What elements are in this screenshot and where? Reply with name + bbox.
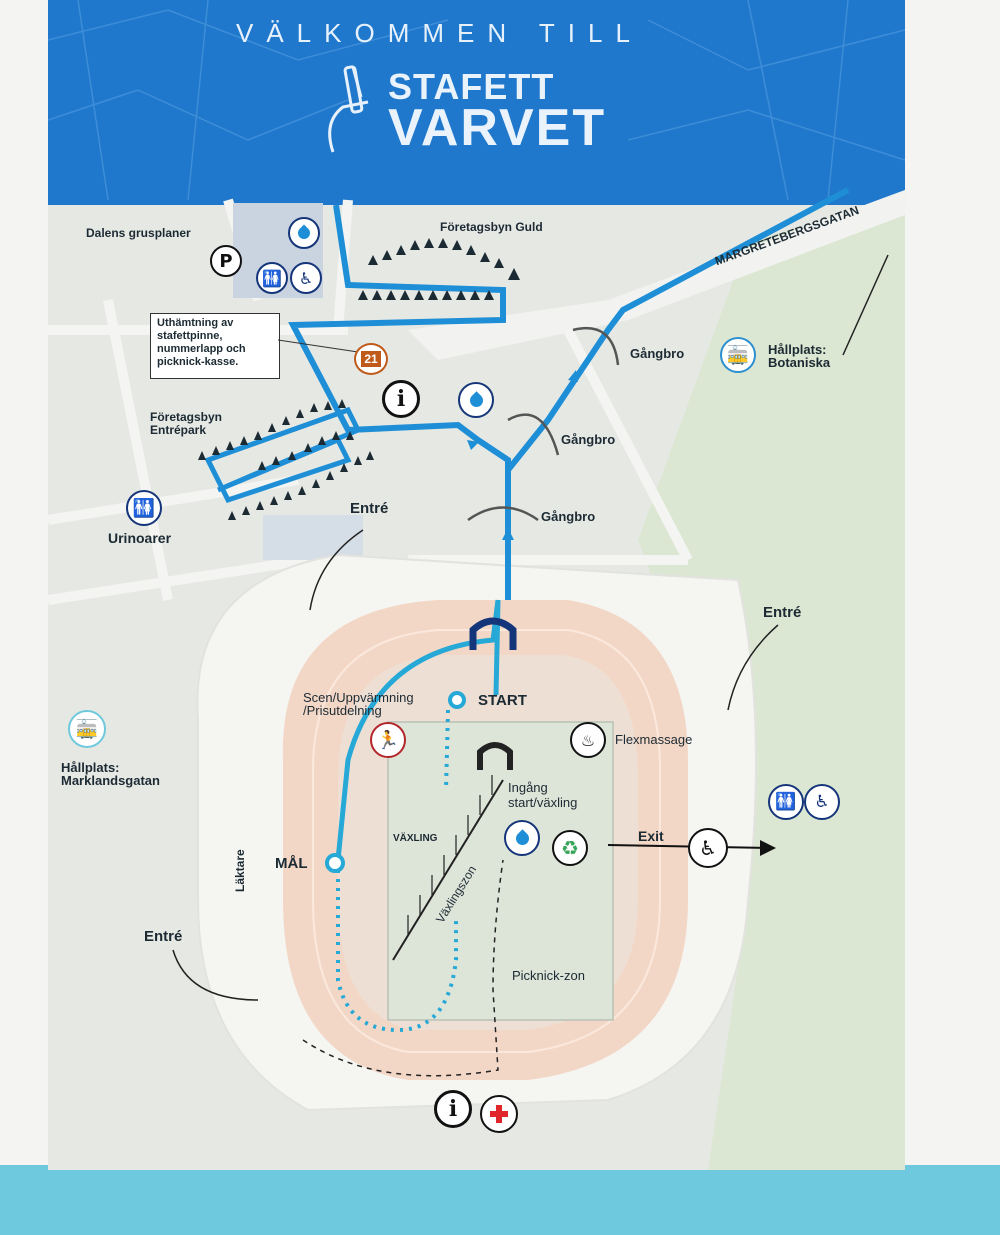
label-scen-2: /Prisutdelning [303,703,382,718]
pickup-info-box: Uthämtning av stafettpinne, nummerlapp o… [150,313,280,379]
pickup-line-1: Uthämtning av [157,317,234,329]
welcome-heading: VÄLKOMMEN TILL [236,18,643,48]
label-entre-right: Entré [763,604,802,621]
event-map-poster: VÄLKOMMEN TILL STAFETT VARVET Dalens gru… [48,0,905,1170]
brand-varvet: VARVET [388,99,607,157]
recycle-icon: ♻ [552,830,588,866]
pickup-line-2: stafettpinne, [157,330,223,342]
map-artwork [48,0,905,1170]
water-drop-icon-infield [504,820,540,856]
parking-icon: P [210,245,242,277]
baton-hand-icon [328,65,369,153]
wheelchair-icon: ♿ [290,262,322,294]
restroom-icon: 🚻 [256,262,288,294]
info-icon-top: i [382,380,420,418]
label-mal: MÅL [275,855,308,872]
label-foretagsbyn-guld: Företagsbyn Guld [440,220,543,234]
label-foretagsbyn-entrepark-2: Entrépark [150,423,207,437]
first-aid-icon [480,1095,518,1133]
label-start: START [478,692,527,709]
label-laktare: Läktare [233,849,247,892]
tram-stop-icon-marklandsgatan: 🚋 [68,710,106,748]
label-hallplats-botaniska-2: Botaniska [768,355,831,370]
label-ingang-1: Ingång [508,780,548,795]
label-flexmassage: Flexmassage [615,732,693,747]
label-hallplats-marklandsgatan-1: Hållplats: [61,760,120,775]
urinal-icon: 🚻 [126,490,162,526]
number-21-badge: 21 [361,351,381,367]
screen-bottom-strip [0,1165,1000,1235]
label-ingang-2: start/växling [508,795,578,810]
restroom-icon-right: 🚻 [768,784,804,820]
water-drop-icon-route [458,382,494,418]
label-scen-1: Scen/Uppvärmning [303,690,414,705]
info-icon-bottom: i [434,1090,472,1128]
label-foretagsbyn-entrepark-1: Företagsbyn [150,410,223,424]
label-vaxling: VÄXLING [393,833,438,844]
pickup-line-4: picknick-kasse. [157,356,239,368]
number-21-icon: 21 [354,343,388,375]
wheelchair-exit-icon: ♿ [688,828,728,868]
screen-bezel-right [905,0,1000,1235]
label-gangbro-upper: Gångbro [630,346,685,361]
label-entre-top: Entré [350,500,389,517]
wheelchair-icon-right: ♿ [804,784,840,820]
label-picknick-zon: Picknick-zon [512,968,585,983]
screen-bezel-left [0,0,48,1235]
label-entre-left: Entré [144,928,183,945]
massage-icon: ♨ [570,722,606,758]
label-urinoarer: Urinoarer [108,530,172,546]
label-gangbro-middle: Gångbro [561,432,616,447]
pickup-pointer [278,339,359,353]
brand-stafett: STAFETT [388,66,555,107]
pickup-line-3: nummerlapp och [157,343,246,355]
label-exit: Exit [638,828,664,844]
label-hallplats-botaniska-1: Hållplats: [768,342,827,357]
label-dalens-grusplaner: Dalens grusplaner [86,226,191,240]
stage-warmup-icon: 🏃 [370,722,406,758]
tram-stop-icon-botaniska: 🚋 [720,337,756,373]
label-gangbro-lower: Gångbro [541,509,596,524]
water-drop-icon [288,217,320,249]
label-hallplats-marklandsgatan-2: Marklandsgatan [61,773,160,788]
